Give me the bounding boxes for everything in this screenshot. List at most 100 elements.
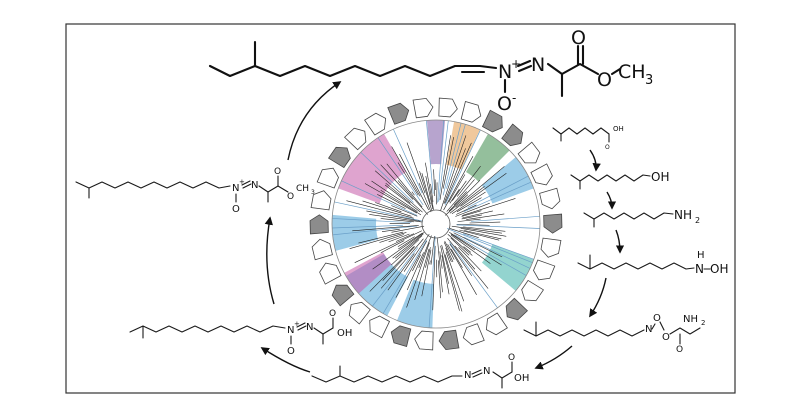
tree-branch-67 (462, 198, 516, 216)
tree-branch-93 (450, 237, 470, 256)
methyl-ester-left-structure: N + N O O O CH 3 (75, 167, 315, 215)
tree-branch-144 (358, 231, 404, 244)
tree-branch-7 (362, 200, 412, 217)
tree-branch-115 (430, 236, 435, 265)
tree-branch-70 (461, 214, 482, 220)
ester-left-chain (75, 181, 231, 189)
final-n-plus: N (498, 61, 512, 83)
gene-arrow-11 (505, 297, 528, 321)
tree-branch-73 (470, 215, 540, 222)
final-carbonyl-o: O (571, 27, 586, 49)
tree-branch-136 (398, 232, 423, 250)
ester-left-methyl-label: CH (296, 184, 309, 194)
azoxy-left-n-plus: N (287, 325, 294, 336)
azoxy-left-nn-b (297, 325, 307, 331)
azoxy-acid-bottom-structure: N N O OH (311, 353, 529, 389)
tree-branch-6 (346, 200, 414, 219)
adduct-o2: O (662, 332, 670, 343)
clade-wedge-4 (397, 279, 434, 328)
final-azo-bond-b (517, 64, 533, 73)
tree-branch-92 (447, 233, 473, 256)
gene-arrow-26 (344, 127, 367, 151)
arrow-acid-to-alcohol (589, 149, 601, 172)
gene-arrow-8 (540, 237, 562, 258)
hydroxylamine-n: N (695, 262, 704, 276)
azoxy-bottom-carbonyl: O (508, 353, 515, 363)
fatty-amine-structure: NH 2 (583, 208, 700, 228)
tree-branch-38 (436, 182, 438, 205)
gene-arrow-19 (331, 284, 355, 307)
tree-branch-91 (463, 246, 471, 253)
fatty-amine-nh: NH (674, 208, 692, 222)
azoxy-left-oh: OH (337, 328, 352, 339)
gene-arrow-27 (364, 112, 387, 136)
final-n-eq: N (531, 54, 545, 76)
azoxy-left-charge: + (294, 320, 300, 328)
azoxy-left-chain (129, 325, 286, 333)
tree-branch-62 (456, 197, 482, 213)
tree-branch-133 (395, 235, 423, 259)
tree-branch-143 (349, 232, 407, 249)
tree-branch-149 (332, 224, 403, 229)
tree-branch-81 (459, 229, 500, 241)
final-ester-bond (610, 67, 622, 76)
tree-branch-33 (425, 162, 434, 211)
gene-arrow-10 (521, 279, 545, 302)
tree-branch-116 (429, 260, 431, 265)
tree-branch-1 (332, 218, 412, 224)
tree-branch-26 (399, 153, 429, 211)
tree-branch-69 (462, 210, 493, 219)
tree-branch-16 (385, 182, 411, 204)
tree-branch-117 (421, 249, 432, 297)
gene-arrow-29 (412, 97, 434, 119)
clade-wedge-1 (331, 214, 379, 251)
clade-wedge-8 (446, 121, 480, 170)
tree-branch-82 (449, 228, 479, 238)
tree-branch-106 (441, 244, 460, 311)
tree-branch-130 (382, 246, 416, 281)
azoxy-bottom-oh: OH (514, 373, 529, 384)
gene-arrow-14 (438, 329, 460, 351)
gene-arrow-24 (316, 167, 339, 189)
adduct-n: N (645, 324, 652, 335)
tree-branch-17 (374, 170, 423, 213)
tree-branch-122 (406, 252, 424, 291)
tree-branch-141 (388, 233, 410, 243)
gene-arrow-5 (530, 163, 553, 186)
gene-arrow-23 (310, 190, 332, 211)
gene-arrow-7 (543, 213, 563, 234)
final-methyl-sub: 3 (645, 73, 653, 88)
tree-branch-127 (387, 253, 415, 291)
gene-arrow-12 (485, 312, 508, 336)
tree-branch-146 (381, 228, 400, 233)
tree-branch-75 (456, 224, 490, 226)
tree-branch-78 (451, 225, 502, 234)
tree-branch-54 (446, 179, 475, 212)
arrow-left-to-ester (264, 216, 275, 305)
hydroxylamine-structure: N H OH (577, 250, 728, 276)
tree-branch-51 (449, 189, 460, 204)
arrow-ester-to-final (287, 81, 342, 161)
tree-branch-148 (352, 225, 419, 232)
final-product-structure: N + N O - O O CH 3 (208, 27, 653, 115)
tree-branch-99 (450, 248, 463, 268)
nitroso-alanine-structure: N O O NH 2 O (523, 313, 705, 355)
tree-branch-63 (467, 175, 529, 208)
clade-wedge-6 (481, 157, 534, 204)
tree-branch-137 (397, 236, 415, 247)
fatty-alcohol-chain (570, 174, 651, 182)
tree-branch-135 (372, 232, 425, 270)
tree-branch-124 (395, 240, 427, 298)
tree-branch-34 (430, 183, 434, 202)
tree-branch-125 (382, 239, 428, 314)
azoxy-left-nn-a (296, 322, 306, 328)
tree-branch-60 (460, 172, 507, 207)
gene-arrow-1 (460, 100, 482, 123)
tree-branch-83 (462, 233, 534, 260)
tree-branch-121 (418, 235, 432, 268)
tree-branch-20 (397, 180, 428, 215)
tree-branch-3 (369, 214, 423, 223)
tree-branch-145 (391, 225, 425, 233)
adduct-o1-o2 (659, 321, 665, 331)
tree-branch-129 (380, 238, 424, 289)
